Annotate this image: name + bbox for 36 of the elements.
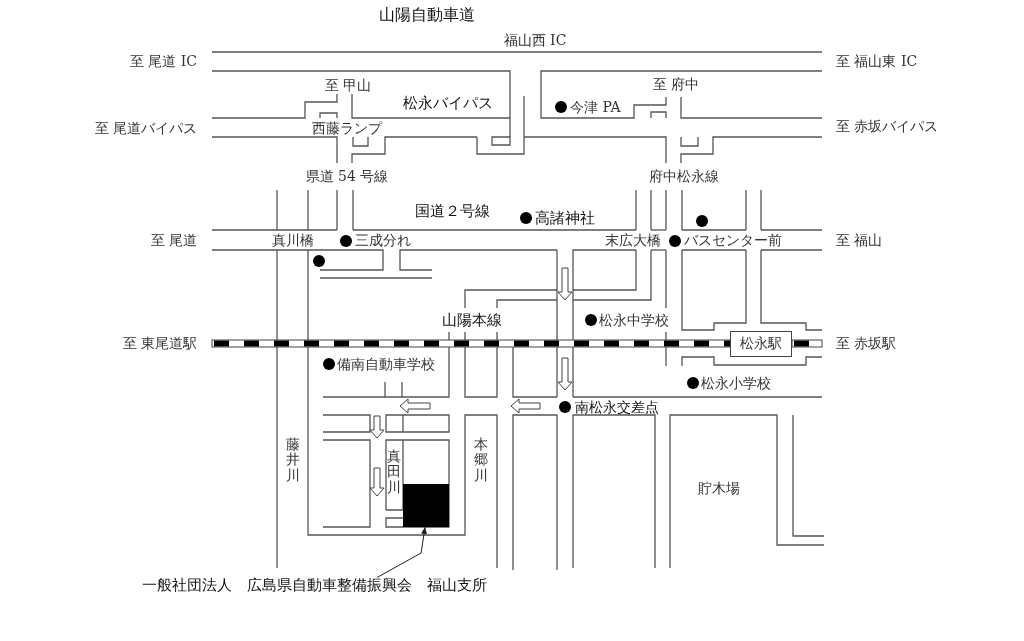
place-label: 福山西 IC — [503, 33, 567, 47]
place-label: 末広大橋 — [605, 233, 661, 247]
direction-label: 至 府中 — [652, 77, 700, 91]
building-block — [403, 484, 449, 527]
river-label: 藤井川 — [286, 436, 300, 484]
station-box: 松永駅 — [730, 331, 792, 357]
place-label: 松永小学校 — [701, 376, 771, 390]
direction-label: 至 尾道 — [150, 233, 197, 247]
road-label: 国道２号線 — [414, 203, 490, 219]
river-label: 真田川 — [387, 448, 401, 496]
facility-label: 一般社団法人 広島県自動車整備振興会 福山支所 — [141, 577, 487, 593]
place-label: 高諸神社 — [535, 210, 595, 226]
place-label: 西藤ランプ — [312, 121, 382, 135]
place-label: 松永中学校 — [599, 313, 669, 327]
place-label: 貯木場 — [698, 481, 740, 495]
railway-label: 山陽本線 — [442, 312, 502, 328]
direction-label: 至 東尾道駅 — [122, 336, 197, 350]
place-label: 真川橋 — [272, 233, 314, 247]
river-label: 本郷川 — [474, 436, 488, 484]
direction-label: 至 尾道 IC — [129, 54, 197, 68]
leader-line — [376, 526, 427, 578]
direction-label: 至 赤坂バイパス — [836, 119, 939, 133]
place-label: 南松永交差点 — [575, 400, 659, 414]
road-label: 県道 54 号線 — [305, 169, 389, 183]
road-label: 山陽自動車道 — [379, 7, 475, 23]
place-label: 今津 PA — [570, 100, 621, 114]
direction-label: 至 尾道バイパス — [94, 121, 197, 135]
place-label: バスセンター前 — [684, 233, 782, 247]
direction-label: 至 赤坂駅 — [836, 336, 897, 350]
direction-label: 至 福山東 IC — [836, 54, 918, 68]
road-label: 府中松永線 — [649, 169, 719, 183]
place-label: 三成分れ — [355, 233, 411, 247]
place-label: 備南自動車学校 — [337, 357, 435, 371]
direction-label: 至 福山 — [836, 233, 883, 247]
direction-label: 至 甲山 — [324, 78, 372, 92]
road-label: 松永バイパス — [403, 95, 493, 111]
